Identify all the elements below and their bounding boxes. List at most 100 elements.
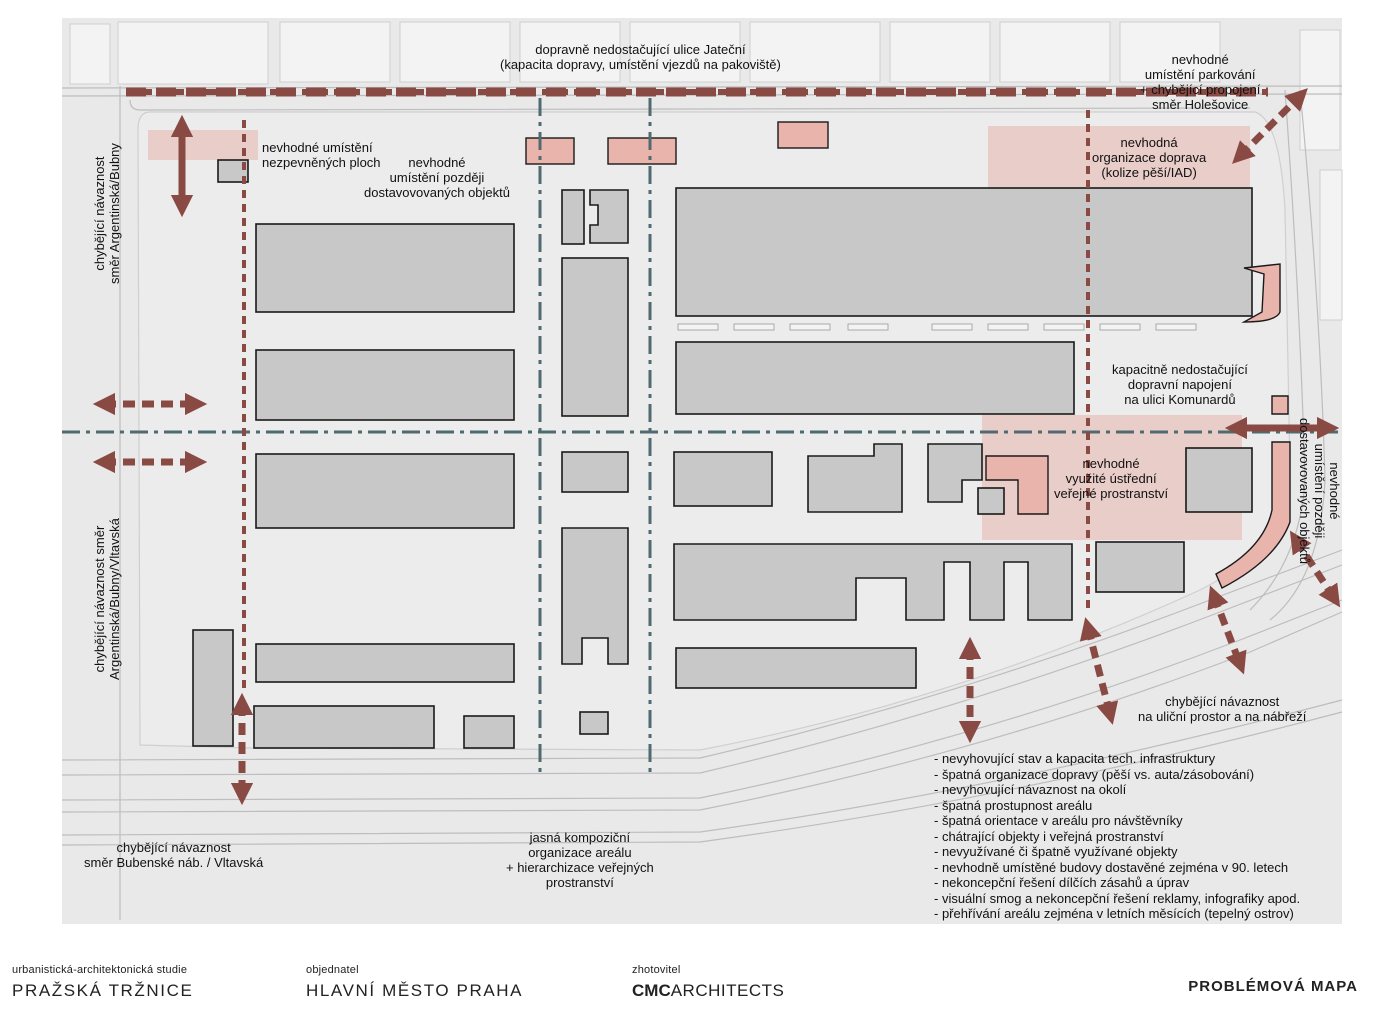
label-bubenske: chybějící návaznost směr Bubenské náb. /… bbox=[84, 840, 263, 870]
label-jatecni-line1: dopravně nedostačující ulice Jateční bbox=[535, 42, 746, 57]
building-east-small-1 bbox=[673, 451, 773, 507]
problem-map bbox=[61, 18, 1343, 924]
problem-item: - přehřívání areálu zejména v letních mě… bbox=[934, 906, 1294, 921]
arrow-east-lower bbox=[1289, 530, 1341, 608]
hall-22-main bbox=[675, 187, 1253, 317]
label-ustredni-line1: nevhodné bbox=[1082, 456, 1140, 471]
problem-item: - visuální smog a nekoncepční řešení rek… bbox=[934, 890, 1301, 906]
label-right-line3: dostavovovaných objektů bbox=[1297, 418, 1312, 564]
label-organizace-line2: organizace doprava bbox=[1092, 150, 1207, 165]
label-nezpevnene-line1: nevhodné umístění bbox=[262, 140, 373, 155]
connection-arrows bbox=[92, 88, 1341, 806]
footer-study: urbanistická-architektonická studie PRAŽ… bbox=[12, 964, 193, 1001]
arrow-south-east-1 bbox=[1079, 617, 1119, 725]
problem-item: - nevyhovující stav a kapacita tech. inf… bbox=[934, 751, 1216, 766]
arrow-north-east bbox=[1232, 88, 1308, 164]
hall-south-east bbox=[675, 647, 917, 689]
problem-buildings bbox=[525, 121, 1291, 589]
label-parking: nevhodné umístění parkování + chybějící … bbox=[1140, 52, 1260, 112]
problem-item: - nevyhovující návaznost na okolí bbox=[934, 782, 1127, 797]
client-name: HLAVNÍ MĚSTO PRAHA bbox=[306, 981, 524, 1000]
label-nezpevnene-line2: nezpevněných ploch bbox=[262, 155, 381, 170]
label-ustredni: nevhodné využité ústřední veřejné prostr… bbox=[1054, 456, 1168, 501]
label-bubenske-line2: směr Bubenské náb. / Vltavská bbox=[84, 855, 264, 870]
hall-south-2 bbox=[253, 705, 435, 749]
label-ustredni-line3: veřejné prostranství bbox=[1054, 486, 1169, 501]
footer-client: objednatel HLAVNÍ MĚSTO PRAHA bbox=[306, 964, 523, 1001]
hall-lower-left bbox=[255, 453, 515, 529]
hall-upper-left bbox=[255, 223, 515, 313]
label-nabrezi-line2: na uliční prostor a na nábřeží bbox=[1138, 709, 1307, 724]
label-organizace-line1: nevhodná bbox=[1120, 135, 1178, 150]
building-east-square bbox=[1185, 447, 1253, 513]
arrow-south-east-2 bbox=[1207, 585, 1247, 675]
problem-item: - nevhodně umístěné budovy dostavěné zej… bbox=[934, 859, 1289, 875]
label-parking-line4: směr Holešovice bbox=[1152, 97, 1249, 112]
hall-south-1 bbox=[255, 643, 515, 683]
building-central-south bbox=[561, 527, 629, 665]
label-kompozice-line2: organizace areálu bbox=[528, 845, 632, 860]
label-pozdeji-line3: dostavovovaných objektů bbox=[364, 185, 510, 200]
problem-item: - špatná prostupnost areálu bbox=[934, 797, 1093, 813]
building-small-south bbox=[463, 715, 515, 749]
label-komunardu-line2: dopravní napojení bbox=[1127, 377, 1232, 392]
label-organizace-line3: (kolize pěší/IAD) bbox=[1101, 165, 1197, 180]
label-bubenske-line1: chybějící návaznost bbox=[116, 840, 231, 855]
hall-mid-east bbox=[675, 341, 1075, 415]
problem-item: - chátrající objekty i veřejná prostrans… bbox=[934, 828, 1164, 844]
label-pozdeji-line2: umístění později bbox=[389, 170, 485, 185]
label-nezpevnene: nevhodné umístění nezpevněných ploch bbox=[262, 140, 381, 170]
label-left-top-line2: směr Argentinská/Bubny bbox=[107, 143, 122, 284]
label-komunardu-line1: kapacitně nedostačující bbox=[1112, 362, 1248, 377]
building-west-long bbox=[192, 629, 234, 747]
footer-author: zhotovitel CMCARCHITECTS bbox=[632, 964, 784, 1001]
label-komunardu-line3: na ulici Komunardů bbox=[1124, 392, 1236, 407]
author-caption: zhotovitel bbox=[632, 964, 681, 976]
hall-comb bbox=[673, 543, 1073, 621]
parking-strips bbox=[677, 323, 1197, 331]
study-name: PRAŽSKÁ TRŽNICE bbox=[12, 981, 194, 1000]
label-parking-line3: + chybějící propojení bbox=[1140, 82, 1261, 97]
context-blocks bbox=[69, 21, 1343, 321]
building-east-small-4 bbox=[977, 487, 1005, 515]
client-caption: objednatel bbox=[306, 964, 359, 976]
label-right-line1: nevhodné bbox=[1327, 462, 1342, 520]
label-pozdeji: nevhodné umístění později dostavovovanýc… bbox=[364, 155, 510, 200]
problem-item: - špatná organizace dopravy (pěší vs. au… bbox=[934, 766, 1255, 782]
author-logo: CMCARCHITECTS bbox=[632, 981, 784, 1001]
study-caption: urbanistická-architektonická studie bbox=[12, 964, 188, 976]
building-central-tall bbox=[561, 257, 629, 417]
label-nabrezi: chybějící návaznost na uliční prostor a … bbox=[1138, 694, 1306, 724]
label-nabrezi-line1: chybějící návaznost bbox=[1165, 694, 1280, 709]
label-left-top-vertical: chybějící návaznost směr Argentinská/Bub… bbox=[92, 143, 122, 284]
label-left-mid-line1: chybějící návaznost směr bbox=[92, 525, 107, 673]
building-north-small-2 bbox=[589, 189, 629, 244]
building-kiosk bbox=[579, 711, 609, 735]
building-central-small bbox=[561, 451, 629, 493]
building-south-east bbox=[1095, 541, 1185, 593]
author-logo-bold: CMC bbox=[632, 981, 671, 1000]
label-jatecni: dopravně nedostačující ulice Jateční (ka… bbox=[500, 42, 781, 72]
label-jatecni-line2: (kapacita dopravy, umístění vjezdů na pa… bbox=[500, 57, 781, 72]
building-east-small-3 bbox=[927, 443, 983, 503]
label-kompozice: jasná kompoziční organizace areálu + hie… bbox=[506, 830, 654, 890]
label-right-line2: umístění později bbox=[1312, 443, 1327, 539]
building-east-small-2 bbox=[807, 443, 903, 513]
label-right-vertical: nevhodné umístění později dostavovovanýc… bbox=[1297, 418, 1342, 564]
label-kompozice-line1: jasná kompoziční bbox=[529, 830, 631, 845]
composition-axes bbox=[62, 98, 1342, 778]
label-kompozice-line3: + hierarchizace veřejných bbox=[506, 860, 654, 875]
label-left-mid-line2: Argentinská/Bubny/Vltavská bbox=[107, 518, 122, 680]
problem-item: - špatná orientace v areálu pro návštěvn… bbox=[934, 813, 1183, 828]
label-komunardu: kapacitně nedostačující dopravní napojen… bbox=[1112, 362, 1248, 407]
problem-item: - nevyužívané či špatně využívané objekt… bbox=[934, 844, 1178, 859]
page-title: PROBLÉMOVÁ MAPA bbox=[1188, 978, 1358, 995]
label-pozdeji-line1: nevhodné bbox=[408, 155, 466, 170]
label-organizace: nevhodná organizace doprava (kolize pěší… bbox=[1092, 135, 1206, 180]
problems-list: - nevyhovující stav a kapacita tech. inf… bbox=[934, 751, 1300, 922]
label-left-mid-vertical: chybějící návaznost směr Argentinská/Bub… bbox=[92, 518, 122, 680]
label-kompozice-line4: prostranství bbox=[545, 875, 614, 890]
hall-middle-left bbox=[255, 349, 515, 421]
buildings bbox=[192, 159, 1253, 749]
label-ustredni-line2: využité ústřední bbox=[1065, 471, 1157, 486]
